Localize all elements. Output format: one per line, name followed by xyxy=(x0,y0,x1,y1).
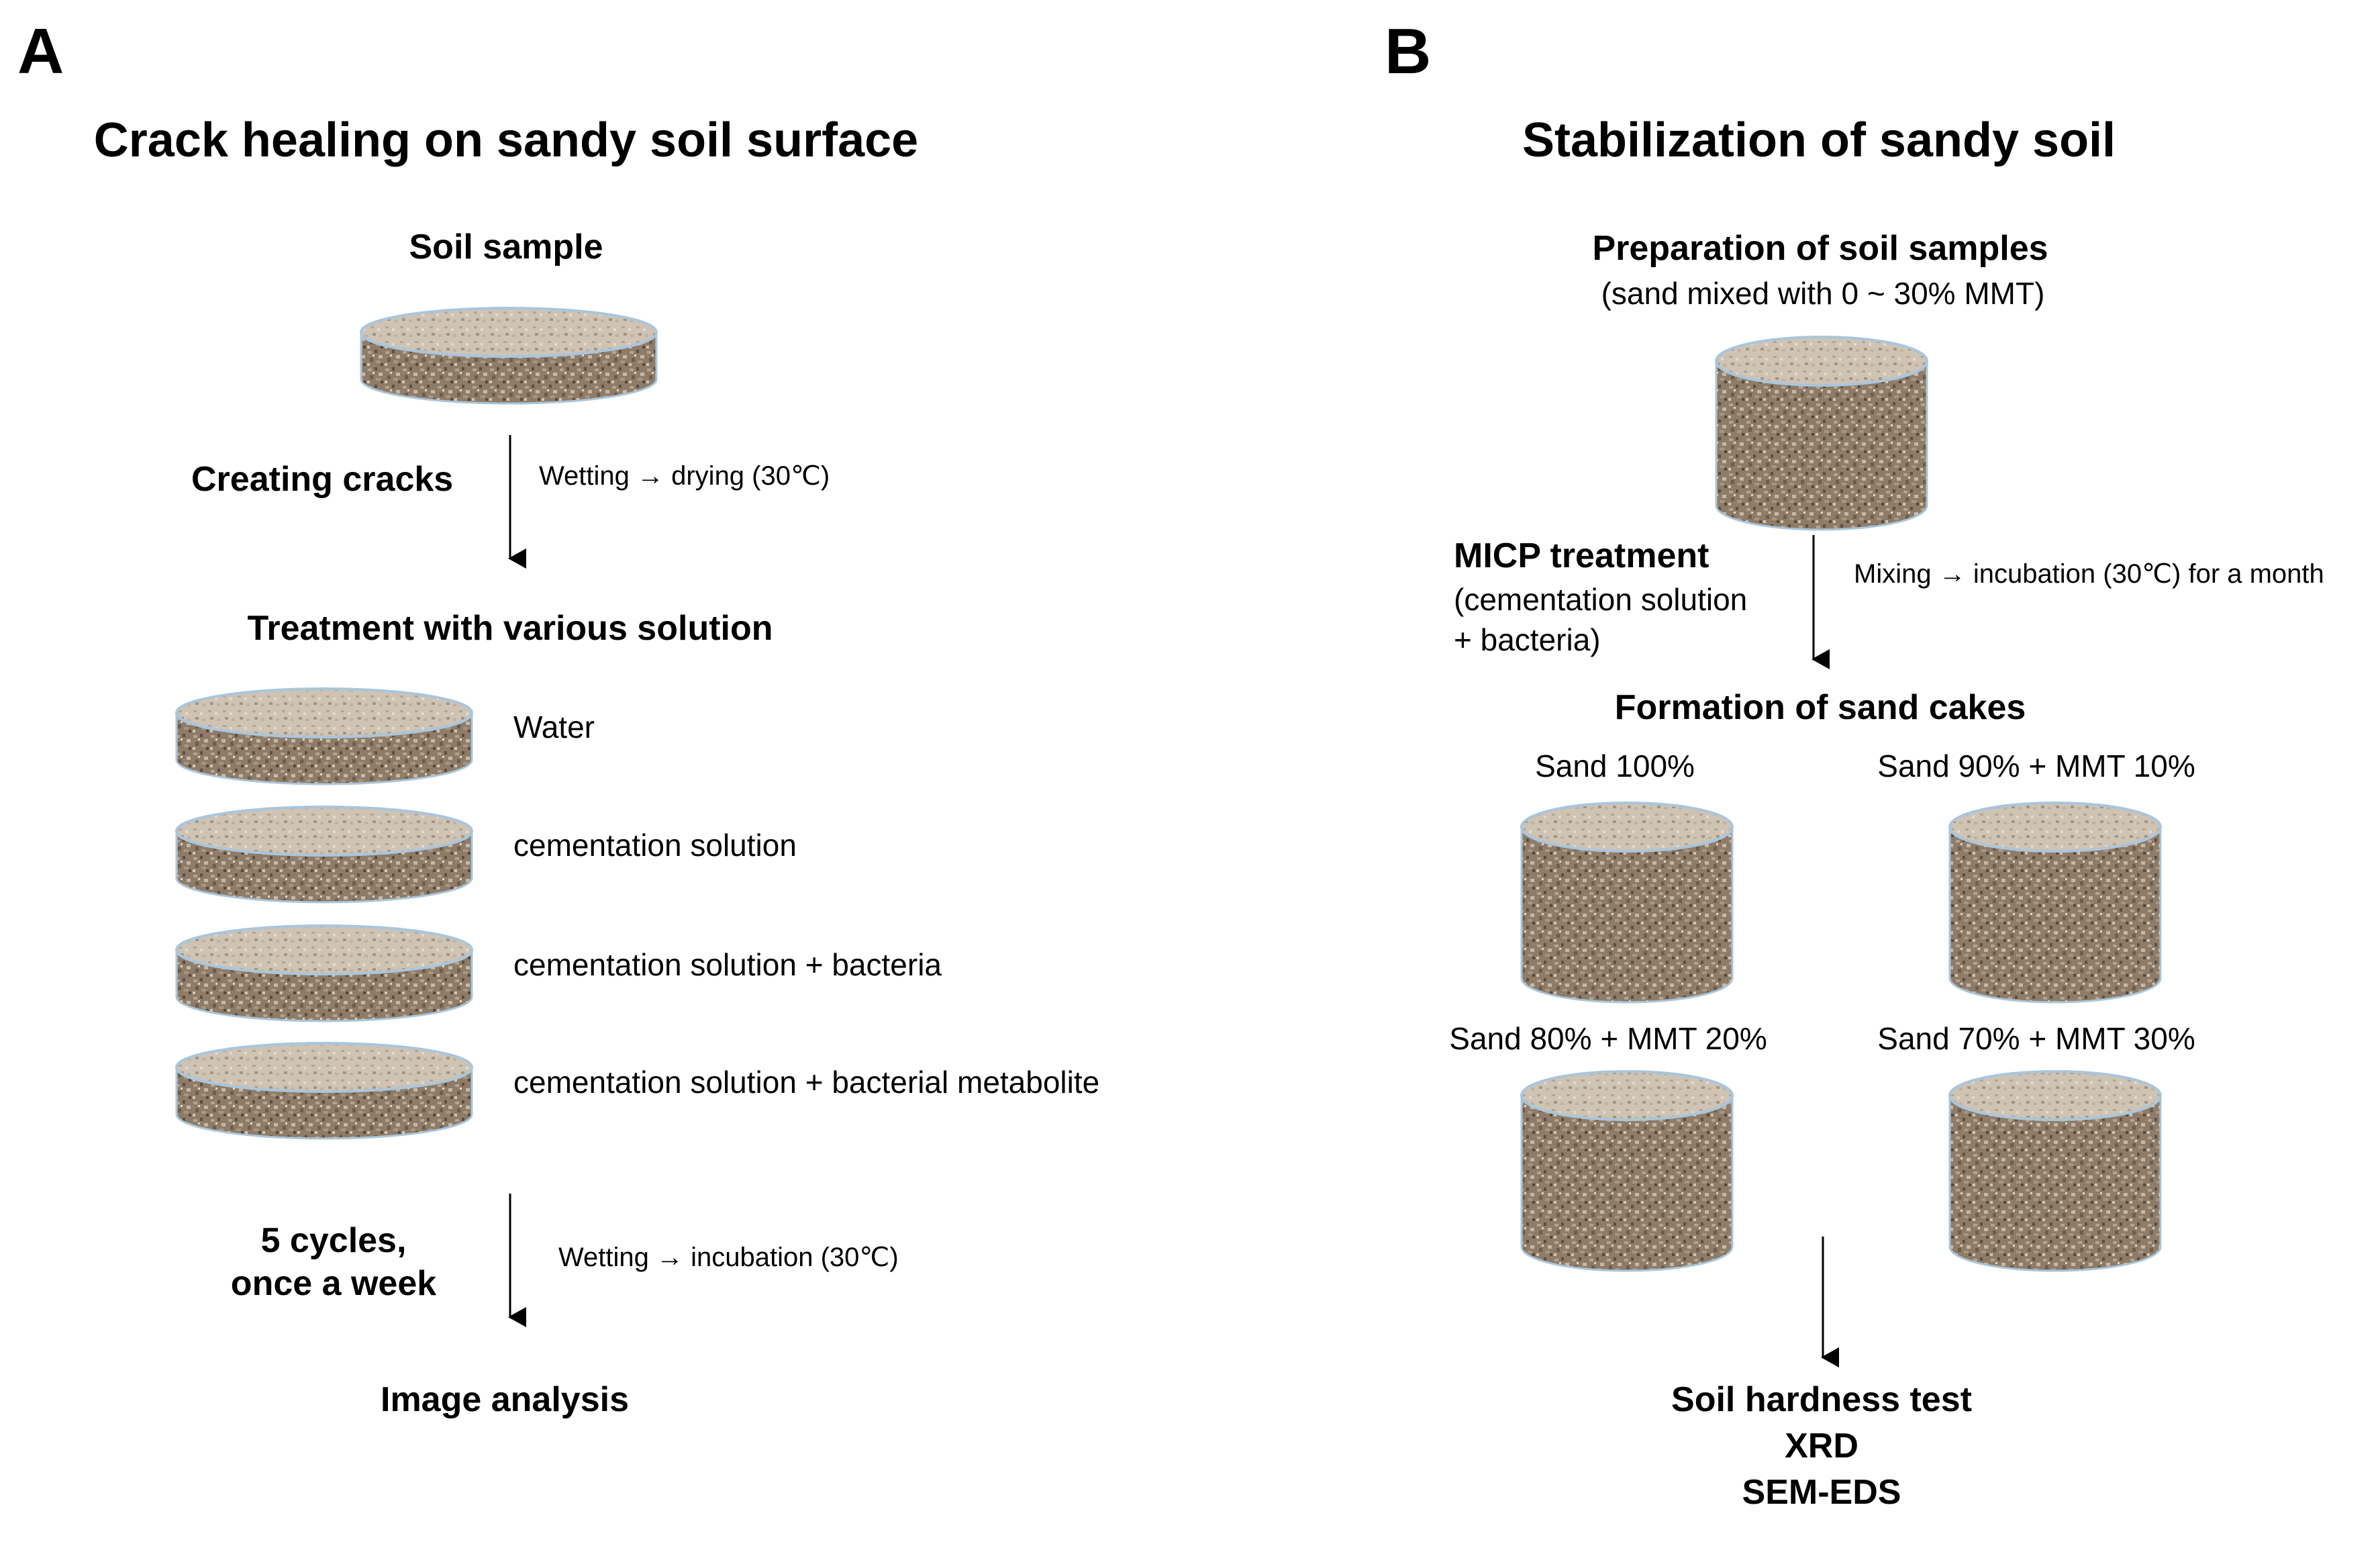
micp-subtitle-2: + bacteria) xyxy=(1454,622,1601,657)
creating-cracks-label: Creating cracks xyxy=(191,460,454,499)
cake-cylinder-sand-80 xyxy=(1520,1070,1734,1272)
micp-note: Mixing → incubation (30℃) for a month xyxy=(1854,559,2324,589)
cycles-line-1: 5 cycles, xyxy=(260,1221,407,1260)
cake-cylinder-sand-70 xyxy=(1948,1070,2162,1272)
cake-label-sand-90: Sand 90% + MMT 10% xyxy=(1877,749,2195,783)
treatment-disc-cementation xyxy=(175,806,473,904)
prep-title: Preparation of soil samples xyxy=(1592,229,2048,268)
cake-cylinder-sand-100 xyxy=(1520,802,1734,1004)
micp-title: MICP treatment xyxy=(1454,536,1709,575)
creating-cracks-note: Wetting → drying (30℃) xyxy=(539,461,830,491)
soil-sample-label: Soil sample xyxy=(409,228,603,267)
cake-label-sand-70: Sand 70% + MMT 30% xyxy=(1877,1021,2195,1056)
treatment-disc-cementation-metabolite xyxy=(175,1042,473,1140)
micp-subtitle-1: (cementation solution xyxy=(1454,582,1748,617)
test-sem-eds: SEM-EDS xyxy=(1742,1473,1901,1512)
treatment-title: Treatment with various solution xyxy=(247,609,773,648)
prep-subtitle: (sand mixed with 0 ~ 30% MMT) xyxy=(1601,276,2045,311)
treatment-label-cementation: cementation solution xyxy=(513,828,797,863)
treatment-disc-cementation-bacteria xyxy=(175,924,473,1022)
treatment-label-cementation-metabolite: cementation solution + bacterial metabol… xyxy=(513,1065,1100,1100)
panel-a-title: Crack healing on sandy soil surface xyxy=(93,113,919,167)
panel-a-letter: A xyxy=(17,15,64,87)
panel-b-title: Stabilization of sandy soil xyxy=(1522,113,2116,167)
formation-title: Formation of sand cakes xyxy=(1614,688,2026,727)
image-analysis-label: Image analysis xyxy=(381,1380,629,1419)
cycles-note: Wetting → incubation (30℃) xyxy=(558,1243,899,1272)
treatment-disc-water xyxy=(175,687,473,785)
panel-b-letter: B xyxy=(1385,15,1432,87)
treatment-label-cementation-bacteria: cementation solution + bacteria xyxy=(513,947,942,982)
soil-sample-disc xyxy=(360,307,658,405)
test-soil-hardness: Soil hardness test xyxy=(1671,1380,1972,1419)
prep-cylinder xyxy=(1715,336,1928,531)
cake-label-sand-80: Sand 80% + MMT 20% xyxy=(1449,1021,1767,1056)
treatment-label-water: Water xyxy=(513,710,595,744)
cake-cylinder-sand-90 xyxy=(1948,802,2162,1004)
test-xrd: XRD xyxy=(1785,1427,1858,1465)
cake-label-sand-100: Sand 100% xyxy=(1535,749,1695,783)
cycles-line-2: once a week xyxy=(230,1264,437,1303)
